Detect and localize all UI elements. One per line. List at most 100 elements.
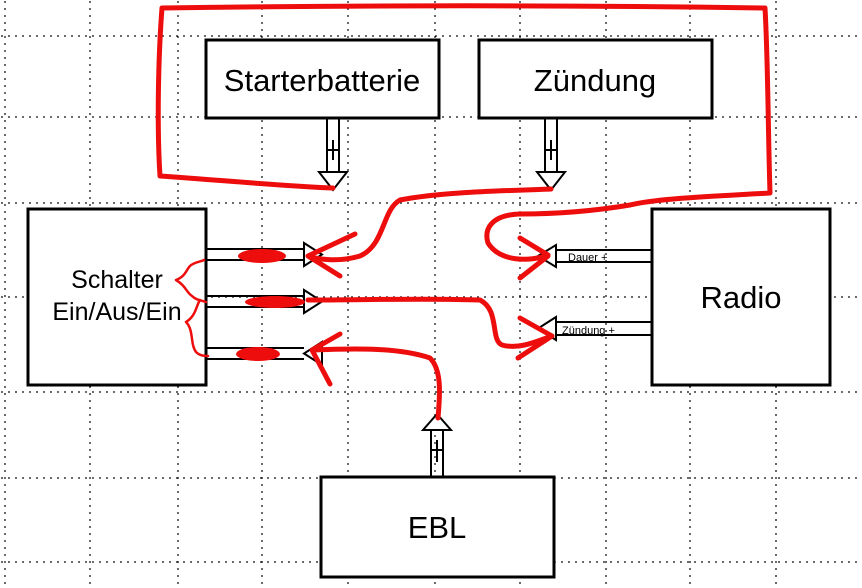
- grid-dot: [29, 35, 31, 37]
- grid-dot: [841, 296, 843, 298]
- grid-dot: [715, 202, 717, 204]
- grid-dot: [261, 134, 263, 136]
- grid-dot: [4, 288, 6, 290]
- grid-dot: [689, 477, 691, 479]
- grid-dot: [689, 407, 691, 409]
- grid-dot: [316, 35, 318, 37]
- grid-dot: [631, 35, 633, 37]
- grid-dot: [470, 202, 472, 204]
- grid-dot: [288, 561, 290, 563]
- grid-dot: [89, 435, 91, 437]
- grid-dot: [771, 391, 773, 393]
- grid-dot: [211, 35, 213, 37]
- grid-dot: [689, 155, 691, 157]
- grid-dot: [775, 57, 777, 59]
- grid-dot: [421, 202, 423, 204]
- grid-dot: [190, 116, 192, 118]
- grid-dot: [813, 391, 815, 393]
- grid-dot: [434, 386, 436, 388]
- grid-dot: [785, 477, 787, 479]
- grid-dot: [715, 116, 717, 118]
- grid-dot: [347, 351, 349, 353]
- grid-dot: [775, 169, 777, 171]
- grid-dot: [400, 391, 402, 393]
- grid-dot: [309, 391, 311, 393]
- grid-dot: [309, 561, 311, 563]
- red-mark-bottom: [236, 347, 280, 361]
- grid-dot: [225, 391, 227, 393]
- grid-dot: [778, 391, 780, 393]
- grid-dot: [197, 35, 199, 37]
- grid-dot: [261, 365, 263, 367]
- grid-dot: [261, 575, 263, 577]
- grid-dot: [4, 36, 6, 38]
- grid-dot: [4, 127, 6, 129]
- grid-dot: [4, 435, 6, 437]
- grid-dot: [540, 35, 542, 37]
- grid-dot: [261, 309, 263, 311]
- grid-dot: [246, 391, 248, 393]
- grid-dot: [689, 561, 691, 563]
- grid-dot: [177, 568, 179, 570]
- grid-dot: [4, 274, 6, 276]
- grid-dot: [211, 202, 213, 204]
- grid-dot: [190, 35, 192, 37]
- grid-dot: [162, 561, 164, 563]
- grid-dot: [855, 391, 857, 393]
- grid-dot: [347, 414, 349, 416]
- grid-dot: [232, 391, 234, 393]
- grid-dot: [575, 202, 577, 204]
- red-line-ebl-to-switch: [309, 331, 442, 421]
- grid-dot: [141, 391, 143, 393]
- grid-dot: [421, 391, 423, 393]
- grid-dot: [775, 162, 777, 164]
- grid-dot: [43, 35, 45, 37]
- grid-dot: [666, 391, 668, 393]
- red-mark-middle: [245, 296, 305, 308]
- grid-dot: [775, 498, 777, 500]
- grid-dot: [261, 1, 263, 3]
- grid-dot: [463, 202, 465, 204]
- grid-dot: [434, 127, 436, 129]
- grid-dot: [736, 116, 738, 118]
- grid-dot: [89, 197, 91, 199]
- schalter-block: Schalter Ein/Aus/Ein: [26, 207, 208, 387]
- grid-dot: [775, 127, 777, 129]
- grid-dot: [347, 463, 349, 465]
- grid-dot: [316, 202, 318, 204]
- grid-dot: [519, 400, 521, 402]
- grid-dot: [605, 1, 607, 3]
- grid-dot: [470, 116, 472, 118]
- grid-dot: [526, 35, 528, 37]
- grid-dot: [750, 477, 752, 479]
- grid-dot: [379, 35, 381, 37]
- grid-dot: [261, 386, 263, 388]
- grid-dot: [309, 35, 311, 37]
- grid-dot: [323, 35, 325, 37]
- zuendung-plus-label: Zündung +: [562, 325, 615, 337]
- grid-dot: [813, 477, 815, 479]
- grid-dot: [4, 400, 6, 402]
- grid-dot: [288, 391, 290, 393]
- grid-dot: [547, 35, 549, 37]
- grid-dot: [89, 169, 91, 171]
- grid-dot: [347, 1, 349, 3]
- grid-dot: [775, 134, 777, 136]
- grid-dot: [372, 391, 374, 393]
- grid-dot: [134, 202, 136, 204]
- grid-dot: [177, 435, 179, 437]
- grid-dot: [434, 148, 436, 150]
- radio-wire-dauer: Dauer +: [536, 243, 652, 269]
- grid-dot: [512, 35, 514, 37]
- grid-dot: [605, 36, 607, 38]
- grid-dot: [4, 344, 6, 346]
- grid-dot: [442, 202, 444, 204]
- grid-dot: [775, 29, 777, 31]
- grid-dot: [177, 134, 179, 136]
- grid-dot: [177, 71, 179, 73]
- grid-dot: [519, 169, 521, 171]
- grid-dot: [15, 477, 17, 479]
- grid-dot: [519, 288, 521, 290]
- grid-dot: [89, 456, 91, 458]
- grid-dot: [71, 561, 73, 563]
